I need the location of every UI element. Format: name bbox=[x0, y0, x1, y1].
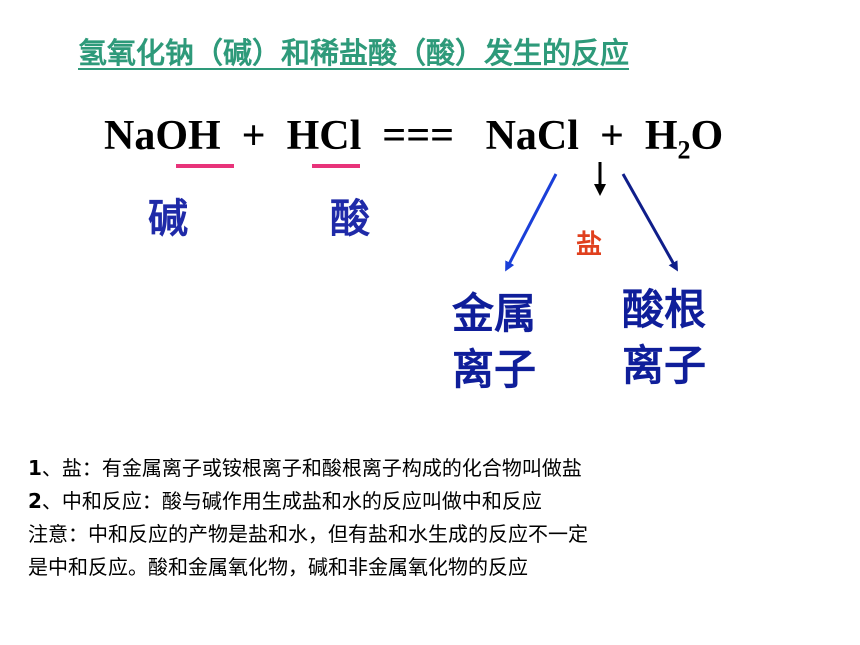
metal-ion-label: 金属 离子 bbox=[452, 289, 537, 394]
note-line-3: 注意：中和反应的产物是盐和水，但有盐和水生成的反应不一定 bbox=[28, 522, 588, 546]
hydrogen-underline bbox=[312, 164, 360, 168]
chemical-equation: NaOH + HCl === NaCl + H2O bbox=[104, 112, 723, 165]
base-label: 碱 bbox=[148, 196, 188, 242]
formula-hcl: HCl bbox=[286, 113, 362, 159]
formula-nacl: NaCl bbox=[485, 113, 579, 159]
arrow-to-metal-ion bbox=[505, 173, 558, 272]
acid-label: 酸 bbox=[330, 196, 370, 242]
arrow-to-acid-radical bbox=[621, 173, 678, 272]
subscript-two: 2 bbox=[677, 135, 691, 165]
note-line-1: 1、盐：有金属离子或铵根离子和酸根离子构成的化合物叫做盐 bbox=[28, 456, 582, 480]
formula-naoh: NaOH bbox=[104, 113, 221, 159]
page-title: 氢氧化钠（碱）和稀盐酸（酸）发生的反应 bbox=[78, 36, 630, 70]
note-line-4: 是中和反应。酸和金属氧化物，碱和非金属氧化物的反应 bbox=[28, 555, 528, 579]
note-line-2: 2、中和反应：酸与碱作用生成盐和水的反应叫做中和反应 bbox=[28, 489, 542, 513]
salt-label: 盐 bbox=[576, 230, 603, 260]
equals-sign: === bbox=[382, 113, 455, 159]
plus-sign: + bbox=[599, 113, 624, 159]
plus-sign: + bbox=[241, 113, 266, 159]
formula-water: H2O bbox=[644, 113, 724, 165]
hydroxide-underline bbox=[176, 164, 234, 168]
acid-radical-label: 酸根 离子 bbox=[622, 285, 707, 390]
